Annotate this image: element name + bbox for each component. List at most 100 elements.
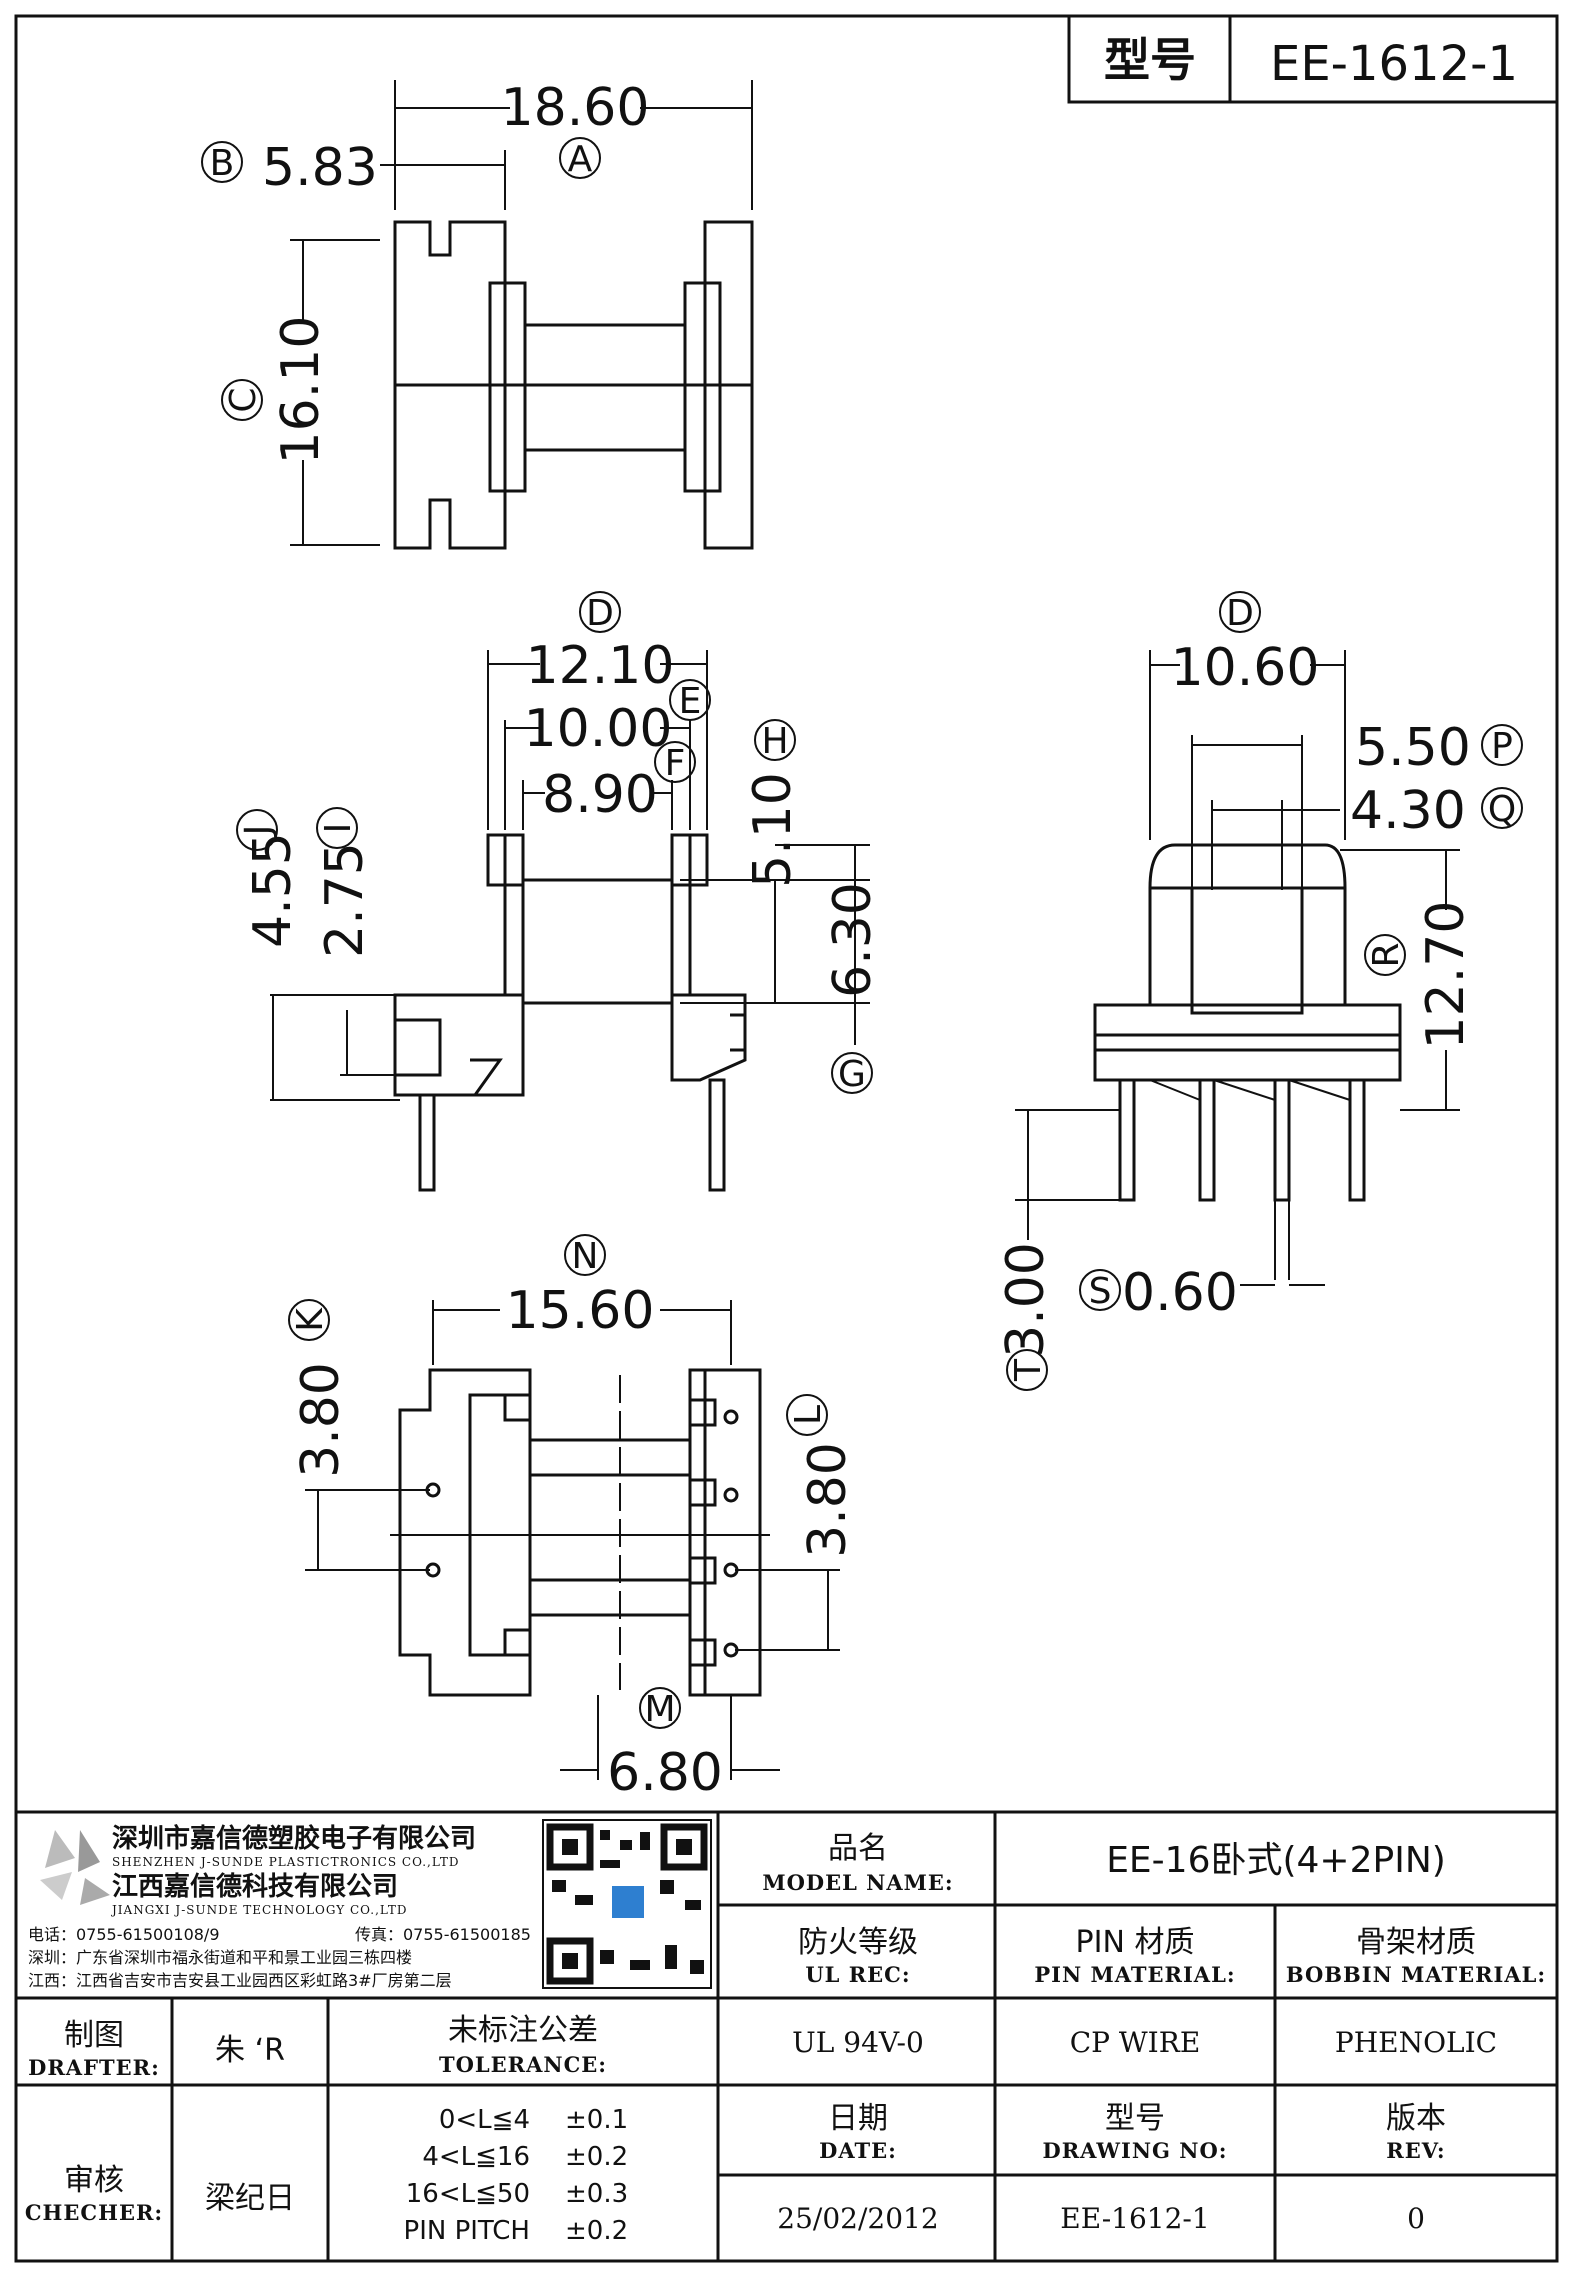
- drawing-no-label-cn: 型号: [1105, 2101, 1165, 2136]
- tolerance-value: ±0.2: [565, 2142, 628, 2172]
- title-block: [16, 1810, 1557, 2261]
- dim-p-value: 5.50: [1355, 718, 1471, 778]
- ul-value: UL 94V-0: [792, 2026, 924, 2059]
- date-label-en: DATE:: [819, 2138, 897, 2163]
- dim-k-value: 3.80: [291, 1362, 351, 1478]
- qr-code: [542, 1819, 712, 1989]
- side-dim-d-value: 10.60: [1171, 638, 1320, 698]
- model-name-value: EE-16卧式(4+2PIN): [1106, 1840, 1446, 1881]
- front-view-dims: D 12.10 E 10.00 F 8.90 H 5.10 6.30 G 4.5…: [236, 591, 883, 1095]
- rev-label-cn: 版本: [1386, 2101, 1446, 2136]
- checker-label-en: CHECHER:: [25, 2200, 163, 2225]
- ul-label-cn: 防火等级: [798, 1925, 918, 1960]
- model-name-label-en: MODEL NAME:: [762, 1870, 953, 1895]
- date-value: 25/02/2012: [777, 2202, 938, 2235]
- model-name-label-cn: 品名: [828, 1831, 888, 1866]
- dim-j-value: 4.55: [243, 832, 303, 948]
- dim-i-value: 2.75: [315, 842, 375, 958]
- type-value: EE-1612-1: [1270, 36, 1518, 92]
- dim-m-letter: M: [644, 1689, 675, 1730]
- tolerance-value: ±0.2: [565, 2216, 628, 2246]
- dim-q-value: 4.30: [1350, 781, 1466, 841]
- type-header: 型号 EE-1612-1: [1067, 14, 1559, 104]
- dim-r-letter: R: [1366, 942, 1407, 967]
- bobbin-material-label-en: BOBBIN MATERIAL:: [1286, 1962, 1546, 1987]
- date-label-cn: 日期: [828, 2101, 888, 2136]
- tolerance-value: ±0.3: [565, 2179, 628, 2209]
- pin-material-label-cn: PIN 材质: [1076, 1925, 1195, 1960]
- dim-p-letter: P: [1491, 726, 1513, 767]
- tolerance-range: 16<L≦50: [406, 2179, 530, 2209]
- dim-s-value: 0.60: [1122, 1263, 1238, 1323]
- tolerance-table: 0<L≦4 ±0.1 4<L≦16 ±0.2 16<L≦50 ±0.3 PIN …: [404, 2105, 629, 2246]
- rev-label-en: REV:: [1386, 2138, 1445, 2163]
- dim-b-letter: B: [210, 143, 235, 184]
- dim-e-letter: E: [679, 681, 702, 722]
- dim-e-value: 10.00: [524, 699, 673, 759]
- company-address-sz: 深圳：广东省深圳市福永街道和平和景工业园三栋四楼: [28, 1948, 412, 1967]
- dim-g-value: 6.30: [823, 882, 883, 998]
- top-view-dims: 18.60 A B 5.83 16.10 C: [201, 78, 650, 464]
- dim-d-letter: D: [586, 593, 614, 634]
- dim-c-letter: C: [223, 387, 264, 412]
- dim-r-value: 12.70: [1416, 901, 1476, 1050]
- dim-t-letter: T: [1008, 1358, 1049, 1382]
- dim-g-letter: G: [838, 1054, 866, 1095]
- drawing-no-label-en: DRAWING NO:: [1043, 2138, 1228, 2163]
- company-name-cn-2: 江西嘉信德科技有限公司: [112, 1872, 398, 1902]
- tolerance-label-cn: 未标注公差: [448, 2013, 598, 2048]
- side-view: [1015, 650, 1460, 1286]
- tolerance-range: 4<L≦16: [422, 2142, 530, 2172]
- dim-l-value: 3.80: [798, 1442, 858, 1558]
- dim-n-value: 15.60: [506, 1281, 655, 1341]
- bottom-view-dims: N 15.60 K 3.80 L 3.80 M 6.80: [288, 1234, 858, 1803]
- dim-t-value: 3.00: [996, 1242, 1056, 1358]
- bobbin-material-label-cn: 骨架材质: [1356, 1925, 1476, 1960]
- front-view: [270, 650, 870, 1192]
- top-view: [290, 80, 754, 550]
- ul-label-en: UL REC:: [805, 1962, 910, 1987]
- bobbin-material-value: PHENOLIC: [1335, 2026, 1497, 2059]
- drafter-value: 朱 ‘R: [215, 2033, 285, 2068]
- company-fax: 传真：0755-61500185: [355, 1925, 531, 1944]
- tolerance-label-en: TOLERANCE:: [439, 2052, 607, 2077]
- tolerance-range: PIN PITCH: [404, 2216, 530, 2246]
- dim-s-letter: S: [1089, 1271, 1112, 1312]
- company-name-en-2: JIANGXI J-SUNDE TECHNOLOGY CO.,LTD: [110, 1903, 408, 1917]
- company-logo: [40, 1830, 110, 1905]
- drafter-label-cn: 制图: [64, 2018, 124, 2053]
- dim-n-letter: N: [572, 1236, 599, 1277]
- dim-m-value: 6.80: [607, 1743, 723, 1803]
- dim-k-letter: K: [290, 1307, 331, 1332]
- dim-h-letter: H: [761, 721, 788, 762]
- company-address-jx: 江西：江西省吉安市吉安县工业园西区彩虹路3#厂房第二层: [28, 1971, 452, 1990]
- type-label: 型号: [1104, 33, 1196, 87]
- tolerance-range: 0<L≦4: [439, 2105, 530, 2135]
- company-info: 深圳市嘉信德塑胶电子有限公司 SHENZHEN J-SUNDE PLASTICT…: [28, 1823, 531, 1990]
- checker-value: 梁纪日: [205, 2181, 295, 2216]
- company-name-en-1: SHENZHEN J-SUNDE PLASTICTRONICS CO.,LTD: [112, 1855, 459, 1869]
- dim-d-value: 12.10: [526, 636, 675, 696]
- side-view-dims: D 10.60 5.50 P 4.30 Q R 12.70 S 0.60 3.0…: [996, 591, 1523, 1391]
- checker-label-cn: 审核: [64, 2163, 124, 2198]
- dim-i-letter: I: [318, 823, 359, 834]
- dim-a-letter: A: [568, 139, 593, 180]
- sheet-border: [14, 14, 1559, 2263]
- pin-material-value: CP WIRE: [1070, 2026, 1201, 2059]
- company-phone: 电话：0755-61500108/9: [28, 1925, 220, 1944]
- dim-a-value: 18.60: [501, 78, 650, 138]
- dim-q-letter: Q: [1488, 789, 1516, 830]
- dim-f-value: 8.90: [542, 765, 658, 825]
- tolerance-value: ±0.1: [565, 2105, 628, 2135]
- dim-j-letter: J: [238, 825, 279, 838]
- dim-l-letter: L: [788, 1405, 829, 1425]
- bottom-view: [305, 1300, 840, 1780]
- drawing-no-value: EE-1612-1: [1060, 2202, 1209, 2235]
- dim-f-letter: F: [665, 743, 686, 784]
- pin-material-label-en: PIN MATERIAL:: [1034, 1962, 1235, 1987]
- side-dim-d-letter: D: [1226, 593, 1254, 634]
- dim-b-value: 5.83: [262, 138, 378, 198]
- rev-value: 0: [1407, 2202, 1425, 2235]
- company-name-cn-1: 深圳市嘉信德塑胶电子有限公司: [112, 1823, 476, 1854]
